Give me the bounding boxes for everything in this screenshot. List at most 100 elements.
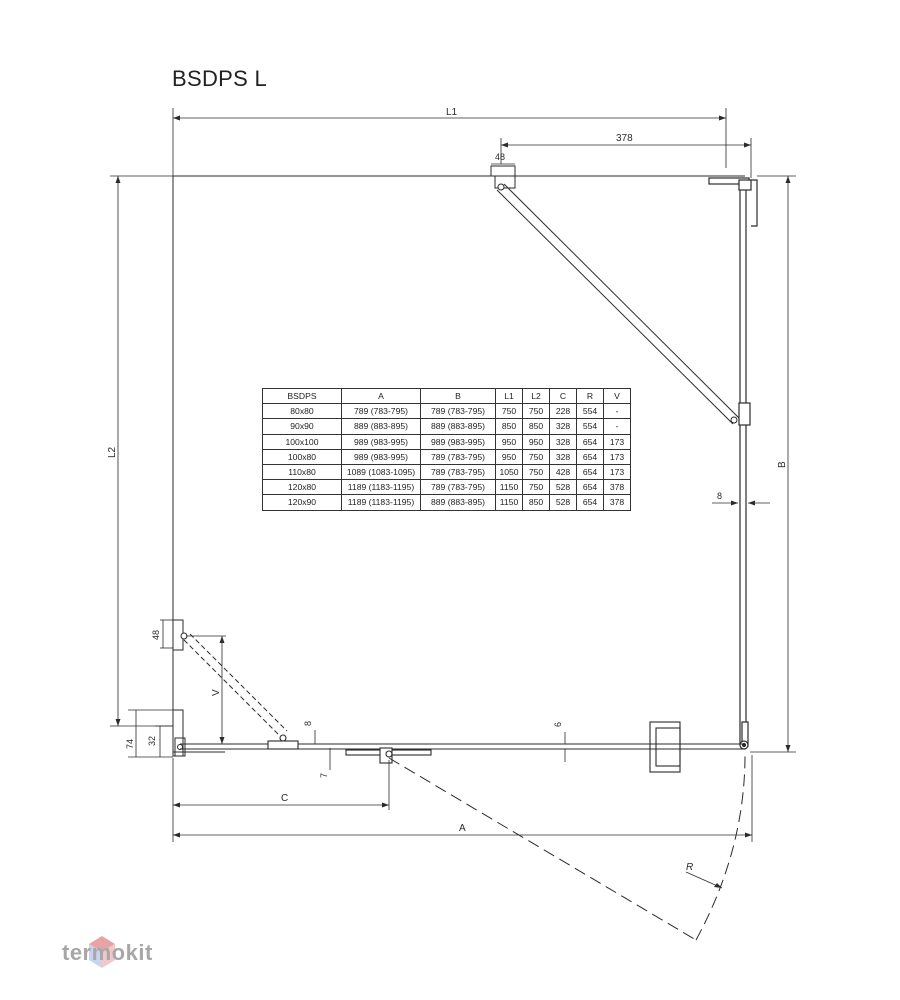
table-cell: 1150 [495,494,523,511]
dim-label-378: 378 [616,133,633,144]
table-cell: 1189 (1183-1195) [341,494,421,511]
table-cell: 1089 (1083-1095) [341,463,421,481]
wall-outline [172,175,745,710]
table-cell: 80x80 [262,403,342,420]
table-cell: 950 [495,433,523,450]
bottom-door-glass [173,721,745,773]
table-cell: 889 (883-895) [420,494,496,511]
table-cell: 950 [522,433,550,450]
table-cell: 989 (983-995) [341,448,421,465]
table-cell: 1189 (1183-1195) [341,479,421,496]
table-cell: 789 (783-795) [420,463,496,481]
table-cell: 654 [576,463,604,481]
col-header-r: R [576,387,604,405]
table-cell: 554 [576,418,604,435]
table-cell: 750 [522,463,550,481]
table-cell: 528 [549,479,577,496]
table-cell: 850 [522,418,550,435]
table-cell: 989 (983-995) [420,433,496,450]
table-cell: 428 [549,463,577,481]
table-cell: 328 [549,418,577,435]
table-header-row: BSDPS A B L1 L2 C R V [262,387,631,405]
table-cell: 789 (783-795) [420,479,496,496]
drawing-title: BSDPS L [172,66,268,91]
table-cell: 173 [603,448,631,465]
table-cell: 950 [495,448,523,465]
table-cell: 228 [549,403,577,420]
dim-label-74: 74 [125,739,135,749]
table-cell: 100x100 [262,433,342,450]
table-cell: 173 [603,463,631,481]
table-cell: 378 [603,494,631,511]
table-cell: 528 [549,494,577,511]
dim-label-v: V [211,689,222,696]
top-stabilizer-bar [490,165,740,425]
col-header-a: A [341,387,421,405]
table-cell: 889 (883-895) [341,418,421,435]
table-cell: 173 [603,433,631,450]
dim-label-c: C [281,793,288,804]
table-cell: 654 [576,448,604,465]
col-header-b: B [420,387,496,405]
table-cell: 110x80 [262,463,342,481]
table-cell: - [603,403,631,420]
col-header-c: C [549,387,577,405]
dimension-lines [110,108,796,889]
table-cell: 850 [495,418,523,435]
dim-label-6: 6 [553,722,563,727]
dim-label-a: A [459,823,466,834]
left-wall-profile [172,619,188,757]
col-header-l2: L2 [522,387,550,405]
table-cell: 989 (983-995) [341,433,421,450]
table-cell: 750 [522,403,550,420]
dim-label-l2: L2 [107,446,118,458]
right-fixed-panel [708,177,758,750]
table-cell: 100x80 [262,448,342,465]
table-cell: 554 [576,403,604,420]
table-cell: 750 [495,403,523,420]
table-cell: 654 [576,479,604,496]
table-cell: 654 [576,494,604,511]
table-cell: 889 (883-895) [420,418,496,435]
table-cell: 1150 [495,479,523,496]
table-cell: 120x80 [262,479,342,496]
watermark-text: termokit [62,940,153,965]
dim-label-8-right: 8 [717,491,722,501]
dim-label-r: R [686,862,693,873]
dim-label-48-top: 48 [495,152,505,162]
dim-label-8-bottom: 8 [303,721,313,726]
table-cell: 1050 [495,463,523,481]
table-cell: 378 [603,479,631,496]
dim-label-l1: L1 [446,107,458,118]
left-stabilizer-dashed [183,633,288,737]
dim-label-48-left: 48 [151,630,161,640]
dim-label-b: B [777,461,788,468]
table-cell: - [603,418,631,435]
termokit-logo-icon [89,936,115,968]
table-cell: 789 (783-795) [420,403,496,420]
table-cell: 90x90 [262,418,342,435]
col-header-bsdps: BSDPS [262,387,342,405]
table-cell: 750 [522,479,550,496]
dim-label-7: 7 [319,773,329,778]
table-cell: 789 (783-795) [341,403,421,420]
table-cell: 789 (783-795) [420,448,496,465]
col-header-v: V [603,387,631,405]
table-cell: 850 [522,494,550,511]
table-cell: 328 [549,433,577,450]
table-cell: 750 [522,448,550,465]
table-cell: 328 [549,448,577,465]
door-swing-arc [388,754,746,941]
dimension-arrowheads [115,115,791,888]
dim-label-32: 32 [147,736,157,746]
